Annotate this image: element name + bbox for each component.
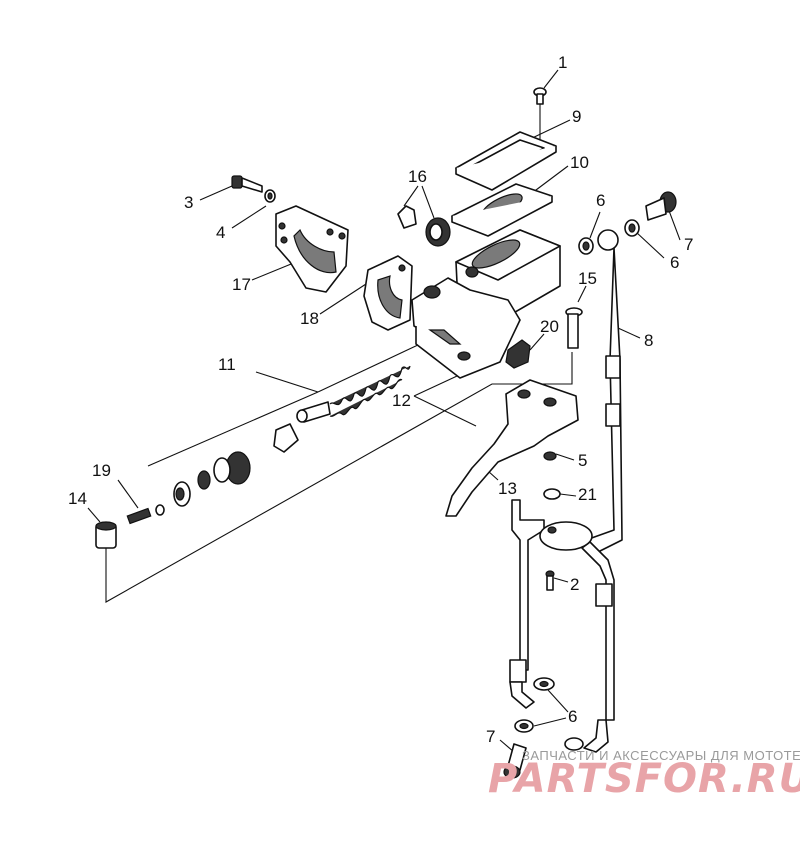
piston-spring-part-11 [329, 365, 411, 417]
clamp-part-17 [275, 205, 349, 293]
callout-3: 3 [184, 193, 193, 212]
piston-part-11 [173, 451, 251, 507]
washer-part-4 [264, 189, 276, 203]
washer-part-6-top-right [624, 219, 640, 237]
callout-7-bottom: 7 [486, 727, 495, 746]
lever-part-13 [445, 379, 579, 517]
brake-line-part-8 [509, 229, 623, 753]
master-cylinder-body-part-12 [411, 229, 561, 379]
washer-part-6-bottom-lower [514, 719, 534, 733]
screw-part-1 [533, 87, 547, 105]
leader-lines [87, 69, 681, 753]
grommet-part-16 [425, 217, 451, 247]
callout-2: 2 [570, 575, 579, 594]
callout-21: 21 [578, 485, 597, 504]
watermark: ЗАПЧАСТИ И АКСЕССУАРЫ ДЛЯ МОТОТЕХНИКИ PA… [488, 748, 800, 802]
callout-15: 15 [578, 269, 597, 288]
callout-20: 20 [540, 317, 559, 336]
callout-8: 8 [644, 331, 653, 350]
callout-16: 16 [408, 167, 427, 186]
callout-12: 12 [392, 391, 411, 410]
banjo-bolt-part-7-top [645, 191, 677, 221]
piston-rod-part-11 [296, 401, 331, 423]
callout-7-top: 7 [684, 235, 693, 254]
pivot-pin-part-15 [565, 307, 583, 349]
clip-part-5 [543, 451, 557, 461]
fitting-part-19 [126, 504, 165, 525]
callout-19: 19 [92, 461, 111, 480]
piston-cup-part-11 [273, 423, 299, 453]
pivot-sleeve-part-20 [505, 339, 531, 369]
callout-11: 11 [218, 355, 236, 374]
cap-part-14 [95, 521, 117, 549]
callout-18: 18 [300, 309, 319, 328]
reservoir-cover-part-9 [455, 131, 557, 191]
callout-6-top-right: 6 [670, 253, 679, 272]
washer-part-6-bottom-upper [533, 677, 555, 691]
callout-4: 4 [216, 223, 225, 242]
callout-6-bottom: 6 [568, 707, 577, 726]
watermark-tagline: ЗАПЧАСТИ И АКСЕССУАРЫ ДЛЯ МОТОТЕХНИКИ [522, 748, 800, 763]
callout-6-top-left: 6 [596, 191, 605, 210]
callout-9: 9 [572, 107, 581, 126]
washer-part-6-top-left [578, 237, 594, 255]
callout-labels: 1 2 3 4 5 6 6 6 7 7 8 9 10 11 12 13 14 1… [68, 53, 693, 746]
screw-part-2 [545, 570, 555, 591]
watermark-logo: PARTSFOR.RU [488, 756, 800, 802]
callout-14: 14 [68, 489, 87, 508]
bushing-part-18 [363, 255, 413, 331]
gasket-part-10 [451, 183, 553, 237]
callout-17: 17 [232, 275, 251, 294]
callout-13: 13 [498, 479, 517, 498]
callout-5: 5 [578, 451, 587, 470]
bolt-part-3 [231, 175, 263, 193]
bushing-part-21 [543, 488, 561, 500]
washer-part-6-bottom-right [564, 737, 584, 751]
callout-10: 10 [570, 153, 589, 172]
callout-1: 1 [558, 53, 567, 72]
plug-part-16 [397, 205, 417, 229]
banjo-bolt-part-7-bottom [503, 743, 527, 779]
